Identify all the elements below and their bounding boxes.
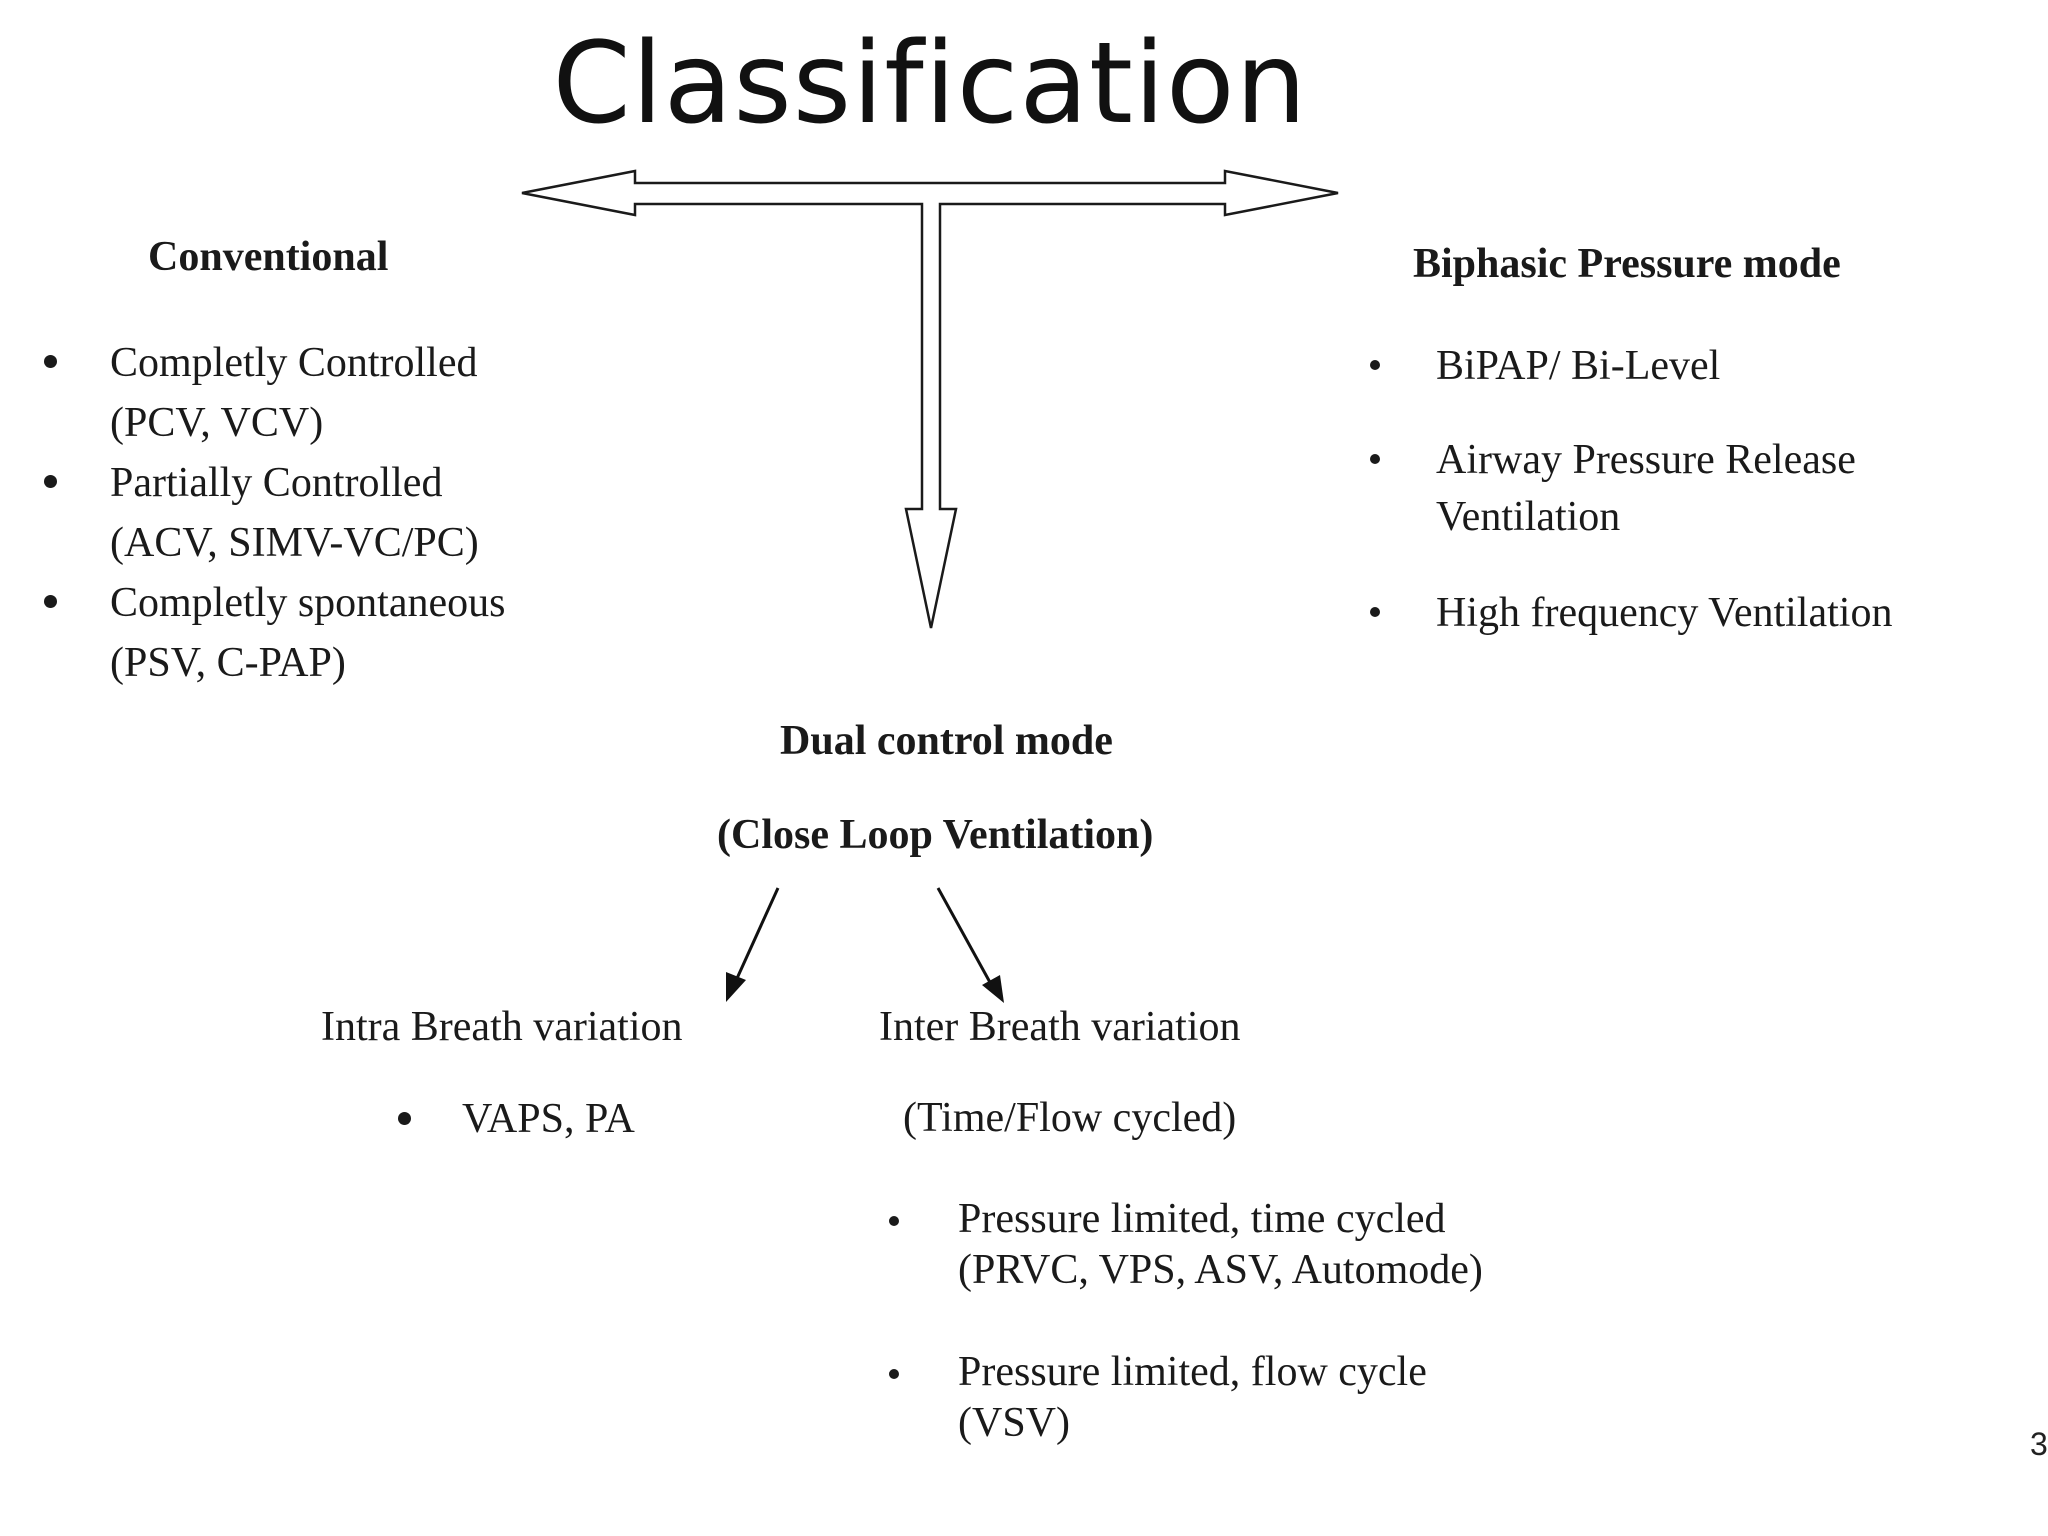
list-item: Airway Pressure Release Ventilation	[1370, 432, 1856, 546]
arrow-to-intra-breath	[732, 887, 780, 986]
t-shaped-hollow-arrow	[521, 169, 1339, 629]
list-item: Completly Controlled (PCV, VCV)	[44, 333, 505, 453]
intra-breath-label: Intra Breath variation	[321, 1004, 683, 1050]
list-item: VAPS, PA	[398, 1096, 635, 1142]
item-label: BiPAP/ Bi-Level	[1436, 343, 1721, 389]
arrowhead-inter-breath	[982, 975, 1004, 1003]
item-detail: Ventilation	[1436, 494, 1621, 540]
item-detail: (PCV, VCV)	[110, 400, 324, 446]
dual-control-heading: Dual control mode	[780, 718, 1113, 764]
item-detail: (ACV, SIMV-VC/PC)	[110, 520, 479, 566]
bullet-icon	[889, 1216, 899, 1226]
list-item: High frequency Ventilation	[1370, 585, 1893, 642]
arrow-to-inter-breath	[936, 887, 994, 987]
item-label: Airway Pressure Release	[1436, 437, 1856, 483]
bullet-icon	[1370, 454, 1380, 464]
item-label: Pressure limited, flow cycle	[958, 1349, 1427, 1395]
item-label: Completly spontaneous	[110, 580, 506, 626]
item-detail: (PSV, C-PAP)	[110, 640, 346, 686]
item-detail: (VSV)	[958, 1400, 1070, 1446]
conventional-list: Completly Controlled (PCV, VCV) Partiall…	[44, 333, 506, 693]
bullet-icon	[1370, 607, 1380, 617]
list-item: BiPAP/ Bi-Level	[1370, 338, 1721, 395]
item-label: Pressure limited, time cycled	[958, 1196, 1446, 1242]
item-label: Partially Controlled	[110, 460, 443, 506]
list-item: Pressure limited, flow cycle (VSV)	[889, 1347, 1427, 1449]
list-item: Partially Controlled (ACV, SIMV-VC/PC)	[44, 453, 505, 573]
slide-number: 3	[2030, 1426, 2048, 1462]
inter-breath-label: Inter Breath variation	[879, 1004, 1241, 1050]
inter-breath-note: (Time/Flow cycled)	[903, 1095, 1237, 1141]
slide-title: Classification	[552, 19, 1308, 149]
bullet-icon	[44, 355, 57, 368]
bullet-icon	[398, 1112, 411, 1125]
bullet-icon	[889, 1369, 899, 1379]
arrowhead-intra-breath	[726, 972, 746, 1002]
list-item: Completly spontaneous (PSV, C-PAP)	[44, 573, 506, 693]
bullet-icon	[1370, 360, 1380, 370]
item-label: Completly Controlled	[110, 340, 478, 386]
list-item: Pressure limited, time cycled (PRVC, VPS…	[889, 1194, 1483, 1296]
conventional-heading: Conventional	[148, 234, 389, 280]
biphasic-heading: Biphasic Pressure mode	[1413, 241, 1841, 287]
item-detail: (PRVC, VPS, ASV, Automode)	[958, 1247, 1483, 1293]
dual-control-subheading: (Close Loop Ventilation)	[717, 812, 1154, 858]
item-label: High frequency Ventilation	[1436, 590, 1893, 636]
item-label: VAPS, PA	[462, 1096, 635, 1142]
bullet-icon	[44, 475, 57, 488]
bullet-icon	[44, 595, 57, 608]
